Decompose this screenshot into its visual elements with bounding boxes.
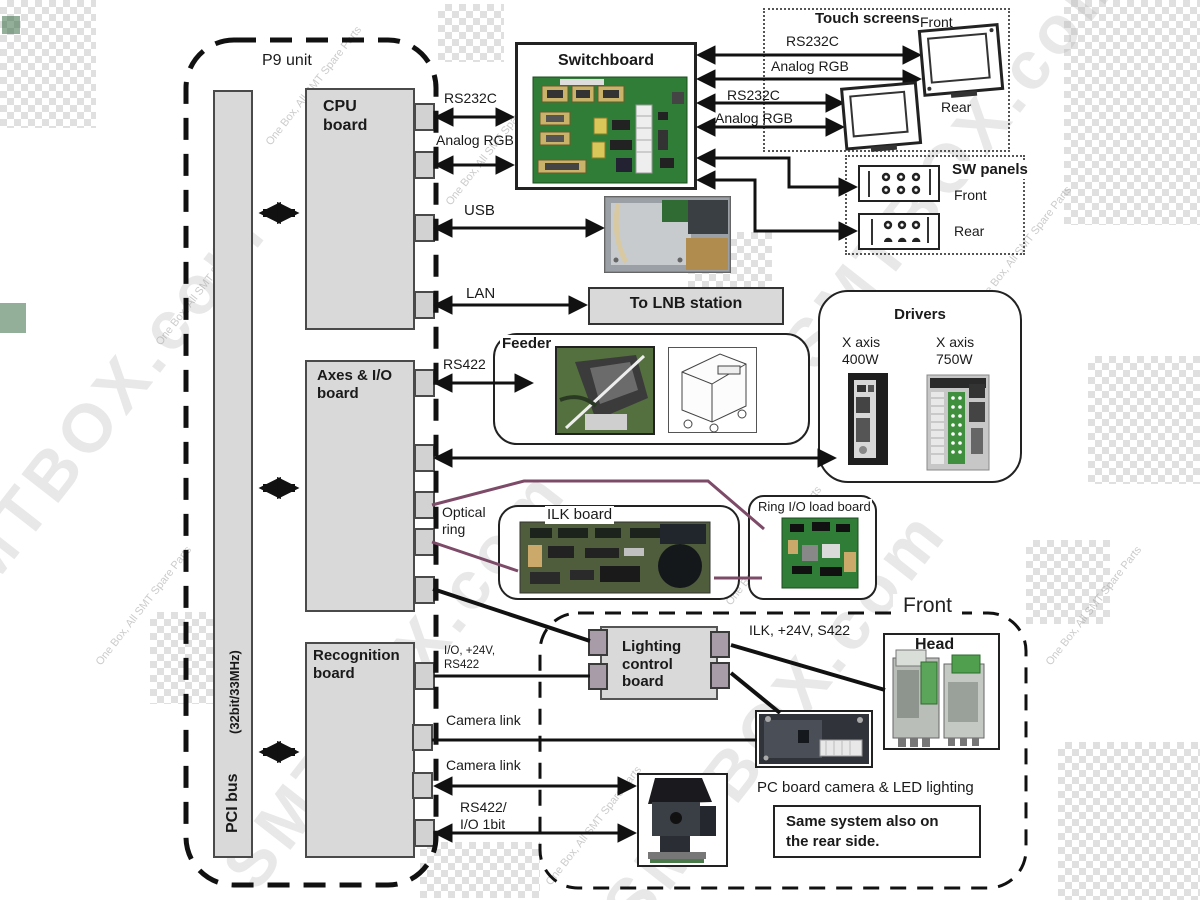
axes-connector-lighting	[414, 576, 435, 604]
touch-screens-box	[763, 8, 1010, 152]
watermark-qr-pattern	[1088, 356, 1200, 484]
usb-device-photo-frame	[604, 196, 731, 273]
watermark-qr-pattern	[420, 842, 540, 898]
pci-bus-bar	[213, 90, 253, 858]
axes-connector-drivers	[414, 444, 435, 472]
lighting-connector-left-bottom	[588, 663, 608, 690]
ilk-board-box	[498, 505, 740, 600]
line-camera-photo-frame	[755, 710, 873, 768]
pc-board-camera-frame	[637, 773, 728, 867]
drivers-box	[818, 290, 1022, 483]
switchboard-box	[515, 42, 697, 190]
cpu-connector-lan	[414, 291, 435, 319]
sw-panel-rear-box	[858, 213, 940, 250]
recognition-connector-rs422	[414, 819, 435, 847]
recognition-board-box	[305, 642, 415, 858]
watermark-green-square	[2, 16, 20, 34]
watermark-qr-pattern	[1026, 540, 1110, 624]
watermark-qr-pattern	[1064, 0, 1200, 225]
cpu-connector-analog-rgb	[414, 151, 435, 179]
axes-connector-optical-2	[414, 528, 435, 556]
feeder-photo-frame	[555, 346, 655, 435]
feeder-cart-frame	[668, 347, 757, 433]
recognition-connector-camera1	[412, 724, 433, 751]
lighting-connector-right-bottom	[710, 662, 730, 689]
recognition-connector-io24v	[414, 662, 435, 690]
watermark-qr-pattern	[1058, 742, 1200, 900]
watermark-green-square	[0, 303, 26, 333]
axes-io-board-box	[305, 360, 415, 612]
ring-io-board-box	[748, 495, 877, 600]
lighting-control-board-box	[600, 626, 718, 700]
lighting-connector-right-top	[710, 631, 730, 658]
cpu-connector-usb	[414, 214, 435, 242]
recognition-connector-camera2	[412, 772, 433, 799]
lnb-station-box	[588, 287, 784, 325]
axes-connector-optical-1	[414, 491, 435, 519]
watermark-qr-pattern	[438, 4, 504, 62]
cpu-connector-rs232c	[414, 103, 435, 131]
cpu-board-box	[305, 88, 415, 330]
rear-note-box	[773, 805, 981, 858]
axes-connector-rs422	[414, 369, 435, 397]
lighting-connector-left-top	[588, 629, 608, 656]
sw-panel-front-box	[858, 165, 940, 202]
head-box	[883, 633, 1000, 750]
